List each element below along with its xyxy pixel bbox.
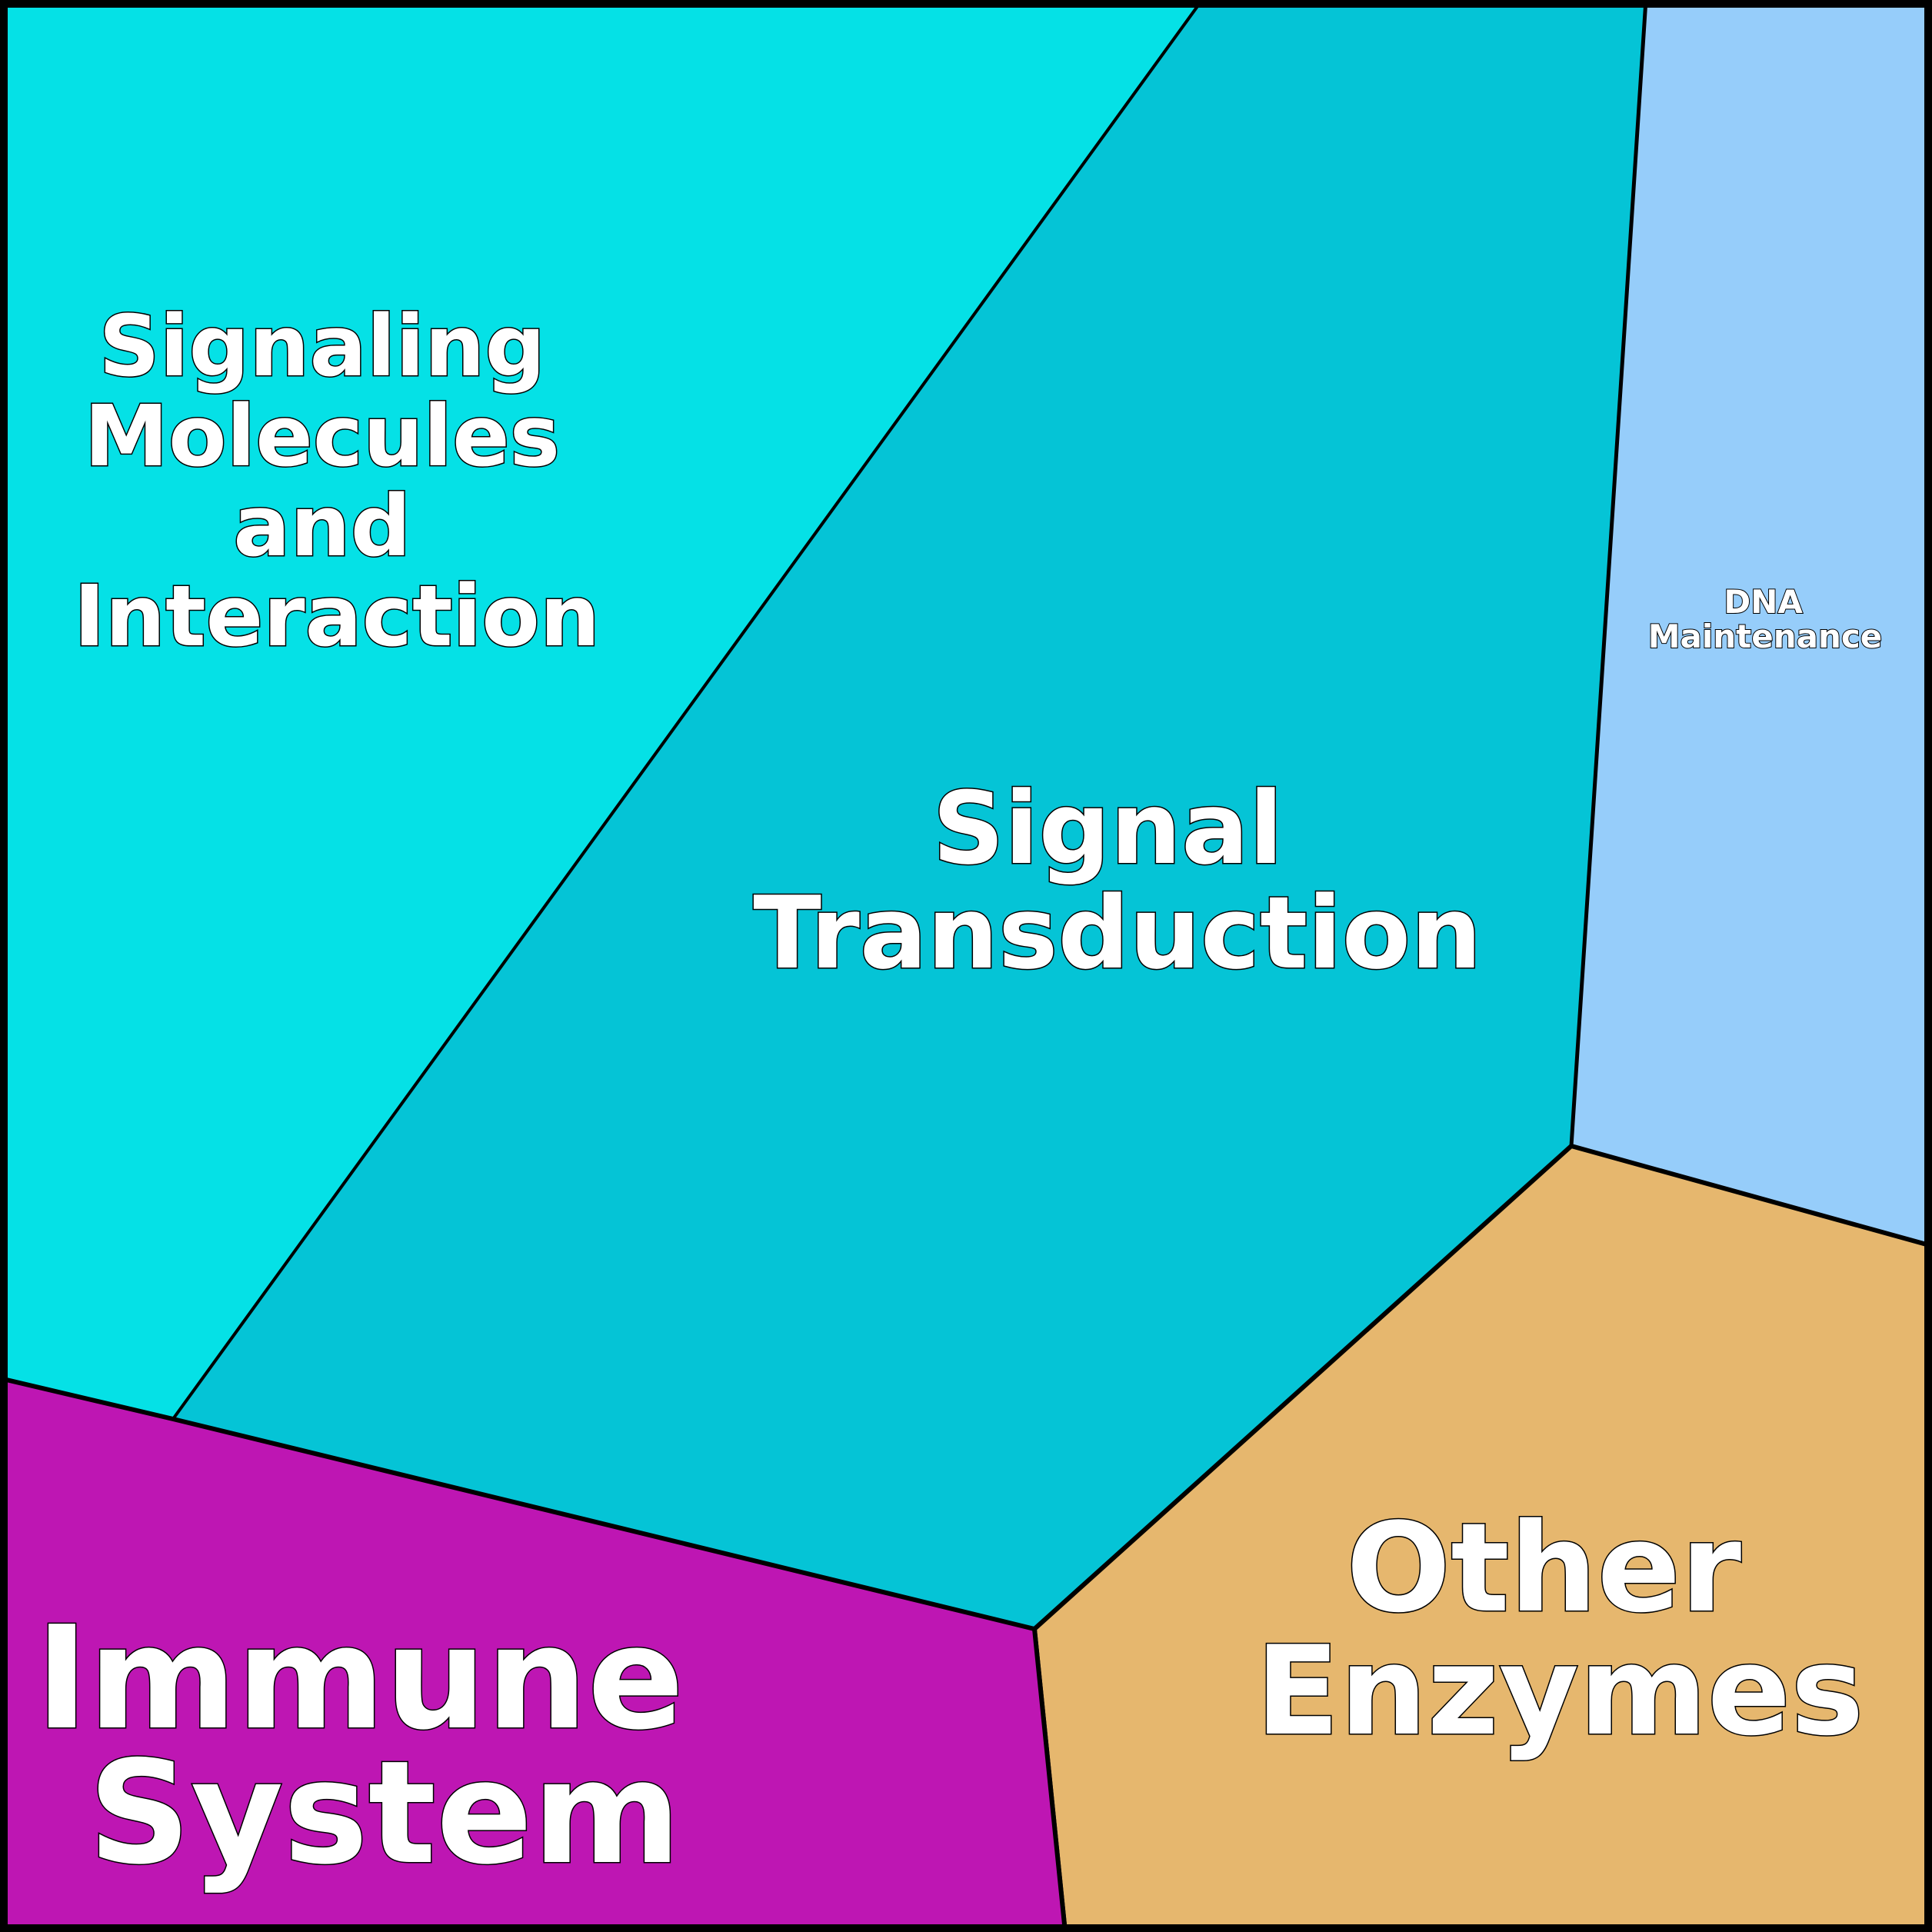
region-dna-maintenance[interactable]: DNA Maintenance [1569, 0, 1932, 1248]
region-signal-transduction[interactable]: Signal Transduction [172, 0, 1647, 1631]
region-dna-maintenance-shape [1569, 0, 1932, 1248]
region-signal-transduction-label: Signal Transduction [753, 770, 1481, 991]
region-other-enzymes-label: Other Enzymes [1255, 1496, 1864, 1763]
region-immune-system[interactable]: Immune System [0, 1376, 1068, 1932]
region-immune-system-shape [0, 1376, 1068, 1932]
region-other-enzymes[interactable]: Other Enzymes [1032, 1144, 1932, 1932]
region-dna-maintenance-label: DNA Maintenance [1648, 583, 1883, 655]
region-signaling[interactable]: Signaling Molecules and Interaction [0, 0, 1204, 1421]
region-signaling-label: Signaling Molecules and Interaction [74, 297, 600, 665]
region-immune-system-label: Immune System [35, 1595, 734, 1896]
region-other-enzymes-shape [1032, 1144, 1932, 1932]
